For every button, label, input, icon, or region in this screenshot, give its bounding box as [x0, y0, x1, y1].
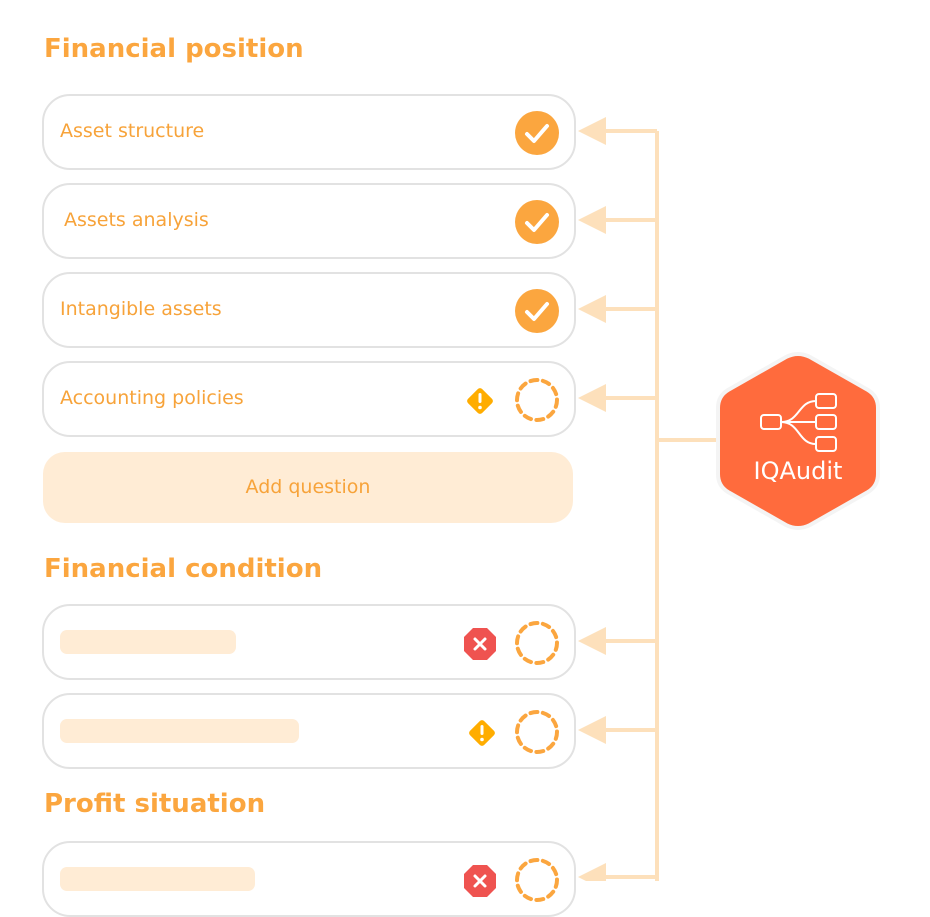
- iqaudit-hub[interactable]: [712, 350, 884, 532]
- question-label: Asset structure: [60, 120, 205, 142]
- hub-label: IQAudit: [753, 457, 843, 485]
- question-label: Intangible assets: [60, 298, 222, 320]
- question-card[interactable]: Accounting policies: [42, 361, 576, 437]
- error-icon: [464, 865, 496, 897]
- question-card[interactable]: [42, 841, 576, 917]
- question-card[interactable]: [42, 604, 576, 680]
- add-question-button[interactable]: Add question: [43, 452, 573, 523]
- error-icon: [464, 628, 496, 660]
- pending-icon: [515, 378, 559, 422]
- question-label: Assets analysis: [64, 209, 209, 231]
- question-card[interactable]: Assets analysis: [42, 183, 576, 259]
- check-icon: [515, 200, 559, 244]
- section-title: Profit situation: [44, 789, 266, 819]
- question-card[interactable]: Asset structure: [42, 94, 576, 170]
- pending-icon: [515, 858, 559, 902]
- section-title: Financial position: [44, 34, 304, 64]
- pending-icon: [515, 621, 559, 665]
- placeholder-bar: [60, 630, 236, 654]
- placeholder-bar: [60, 719, 299, 743]
- question-card[interactable]: [42, 693, 576, 769]
- placeholder-bar: [60, 867, 255, 891]
- pending-icon: [515, 710, 559, 754]
- connectors: [578, 117, 716, 881]
- tree-icon: [760, 393, 837, 452]
- warning-icon: [467, 388, 493, 414]
- warning-icon: [469, 720, 495, 746]
- question-card[interactable]: Intangible assets: [42, 272, 576, 348]
- check-icon: [515, 289, 559, 333]
- question-label: Accounting policies: [60, 387, 244, 409]
- section-title: Financial condition: [44, 554, 323, 584]
- check-icon: [515, 111, 559, 155]
